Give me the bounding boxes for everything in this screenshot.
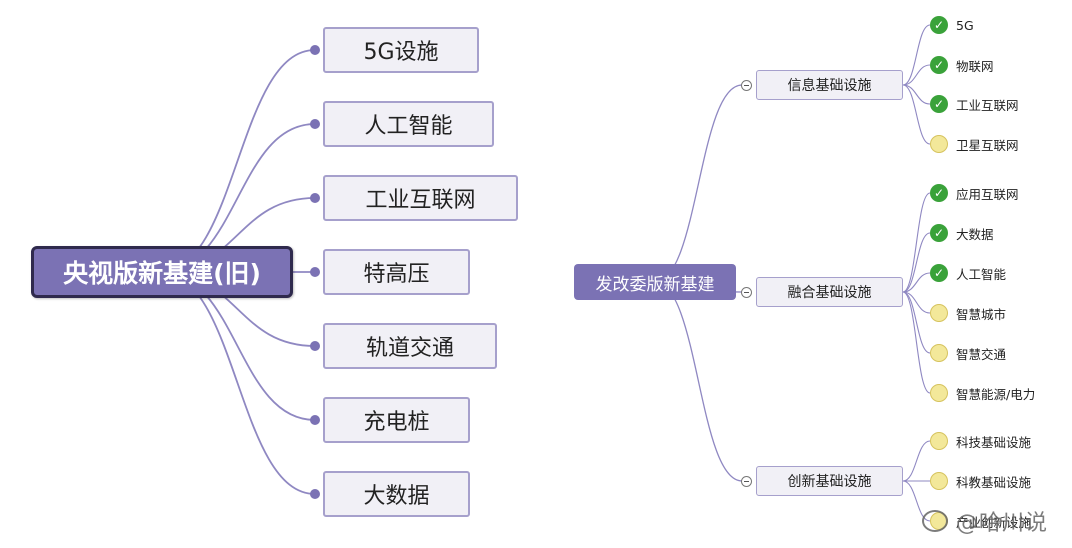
- item-label: 产业创新设施: [956, 514, 1032, 530]
- item-label: 智慧交通: [956, 346, 1007, 362]
- list-item[interactable]: ✓ 人工智能: [930, 262, 1006, 284]
- check-circle-icon: ✓: [930, 264, 948, 282]
- item-label: 大数据: [956, 226, 994, 242]
- watermark-text: @哈川说: [956, 511, 1049, 536]
- list-item[interactable]: ✓ 物联网: [930, 54, 994, 76]
- branch-connector: [902, 232, 931, 293]
- list-item[interactable]: ✓ 5G: [930, 14, 974, 36]
- list-item[interactable]: 科技基础设施: [930, 430, 1031, 452]
- item-label: 卫星互联网: [956, 137, 1019, 153]
- item-label: 应用互联网: [956, 186, 1019, 202]
- connector-dot: [310, 193, 320, 203]
- yellow-dot-icon: [930, 432, 948, 450]
- list-item[interactable]: ✓ 应用互联网: [930, 182, 1019, 204]
- list-item[interactable]: 智慧城市: [930, 302, 1006, 324]
- yellow-dot-icon: [930, 472, 948, 490]
- check-circle-icon: ✓: [930, 56, 948, 74]
- connector-dot: [310, 341, 320, 351]
- branch-connector: [902, 24, 931, 86]
- old-item-industrial-internet[interactable]: 工业互联网: [323, 175, 518, 221]
- connector-dot: [310, 489, 320, 499]
- yellow-dot-icon: [930, 344, 948, 362]
- item-label: 科技基础设施: [956, 434, 1032, 450]
- connector-dot: [310, 119, 320, 129]
- branch-connector: [902, 291, 931, 354]
- list-item[interactable]: 科教基础设施: [930, 470, 1031, 492]
- old-item-5g[interactable]: 5G设施: [323, 27, 479, 73]
- old-map-connector: [159, 49, 316, 273]
- branch-connector: [902, 84, 931, 145]
- item-label: 科教基础设施: [956, 474, 1032, 490]
- branch-connector: [902, 440, 931, 482]
- old-item-uhv[interactable]: 特高压: [323, 249, 470, 295]
- item-label: 人工智能: [956, 266, 1007, 282]
- connector-dot: [310, 45, 320, 55]
- yellow-dot-icon: [930, 384, 948, 402]
- old-map-connector: [159, 271, 316, 495]
- list-item[interactable]: 智慧能源/电力: [930, 382, 1035, 404]
- connector-dot: [310, 415, 320, 425]
- old-item-rail-transit[interactable]: 轨道交通: [323, 323, 497, 369]
- branch-connector: [902, 272, 931, 293]
- check-circle-icon: ✓: [930, 95, 948, 113]
- yellow-dot-icon: [930, 135, 948, 153]
- branch-connector: [902, 291, 931, 394]
- item-label: 5G: [956, 17, 974, 33]
- list-item[interactable]: ✓ 工业互联网: [930, 93, 1019, 115]
- branch-innovation-infrastructure[interactable]: 创新基础设施: [756, 466, 903, 496]
- watermark: @哈川说: [922, 504, 1048, 538]
- list-item[interactable]: ✓ 大数据: [930, 222, 994, 244]
- list-item[interactable]: 智慧交通: [930, 342, 1006, 364]
- weibo-logo-icon: [922, 510, 948, 532]
- check-circle-icon: ✓: [930, 16, 948, 34]
- branch-connector: [902, 192, 931, 293]
- connector-dot: [310, 267, 320, 277]
- item-label: 物联网: [956, 58, 994, 74]
- check-circle-icon: ✓: [930, 184, 948, 202]
- new-map-connector: [654, 281, 743, 482]
- yellow-dot-icon: [930, 304, 948, 322]
- old-root-node[interactable]: 央视版新基建(旧): [31, 246, 293, 298]
- collapse-minus-icon[interactable]: [741, 476, 752, 487]
- list-item[interactable]: 卫星互联网: [930, 133, 1019, 155]
- branch-info-infrastructure[interactable]: 信息基础设施: [756, 70, 903, 100]
- check-circle-icon: ✓: [930, 224, 948, 242]
- new-root-node[interactable]: 发改委版新基建: [574, 264, 736, 300]
- collapse-minus-icon[interactable]: [741, 80, 752, 91]
- item-label: 智慧城市: [956, 306, 1007, 322]
- collapse-minus-icon[interactable]: [741, 287, 752, 298]
- old-item-ai[interactable]: 人工智能: [323, 101, 494, 147]
- new-map-connector: [654, 84, 743, 283]
- branch-fusion-infrastructure[interactable]: 融合基础设施: [756, 277, 903, 307]
- old-item-big-data[interactable]: 大数据: [323, 471, 470, 517]
- item-label: 工业互联网: [956, 97, 1019, 113]
- old-item-charging-pile[interactable]: 充电桩: [323, 397, 470, 443]
- branch-connector: [902, 64, 931, 86]
- item-label: 智慧能源/电力: [956, 386, 1036, 402]
